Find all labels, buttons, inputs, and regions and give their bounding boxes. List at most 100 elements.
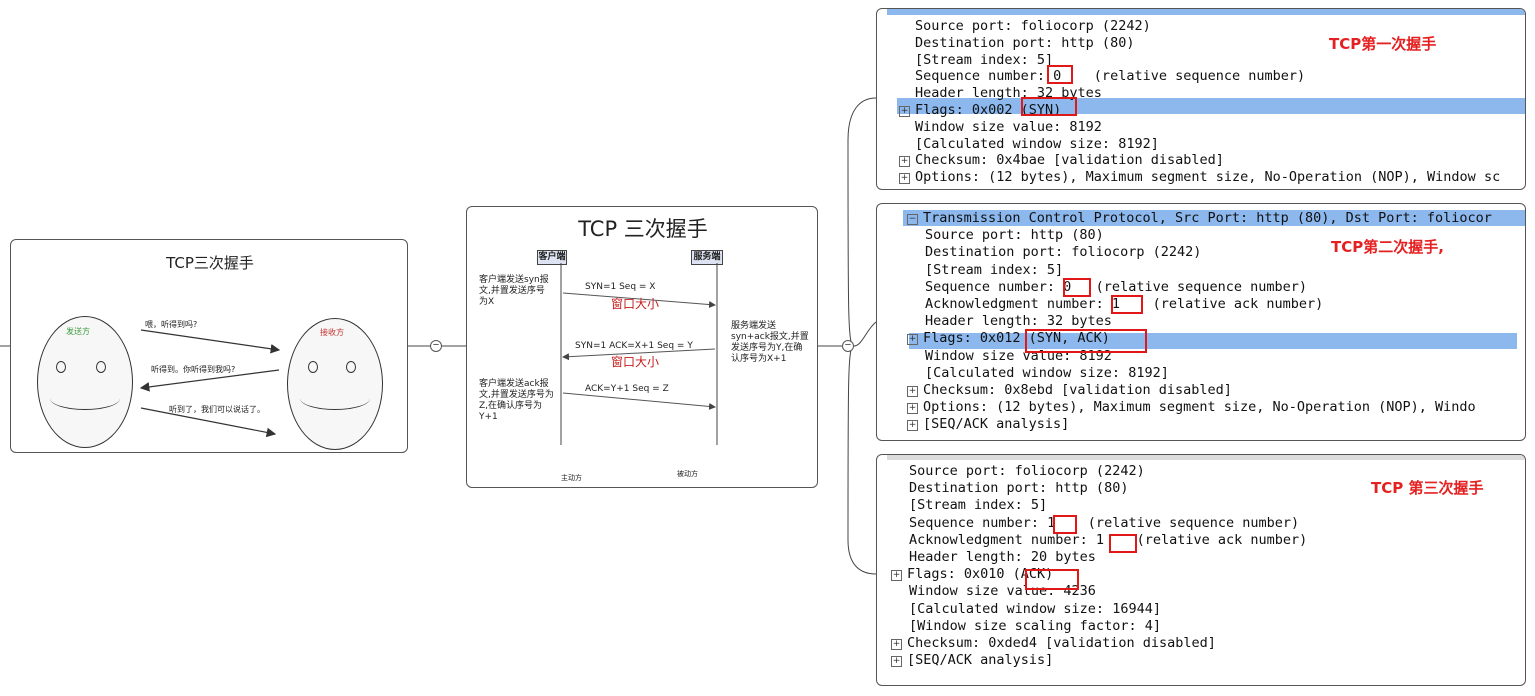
expand-icon[interactable]: + bbox=[891, 656, 902, 668]
packet-field-text: Header length: 32 bytes bbox=[915, 85, 1102, 102]
seq-highlight-box bbox=[1063, 278, 1091, 297]
node-title: TCP三次握手 bbox=[166, 254, 254, 272]
truncated-header-strip bbox=[887, 455, 1525, 460]
packet-field-row: Source port: foliocorp (2242) bbox=[915, 18, 1151, 35]
packet-field-row: [Calculated window size: 8192] bbox=[925, 365, 1169, 382]
collapse-icon[interactable]: − bbox=[907, 214, 918, 225]
truncated-header-strip bbox=[887, 9, 1525, 15]
packet-field-text: Sequence number: 1 (relative sequence nu… bbox=[909, 514, 1300, 531]
node-tcp-analogy[interactable]: TCP三次握手 发送方 接收方 喂，听得到吗? 听得到。你听得到我吗? 听到了，… bbox=[10, 239, 408, 453]
annotation-first: TCP第一次握手 bbox=[1329, 35, 1437, 53]
node-first-handshake[interactable]: Source port: foliocorp (2242)Destination… bbox=[876, 8, 1526, 190]
node-second-handshake[interactable]: −Transmission Control Protocol, Src Port… bbox=[876, 203, 1526, 441]
packet-field-row[interactable]: + Checksum: 0xded4 [validation disabled] bbox=[891, 635, 1216, 652]
node-third-handshake[interactable]: Source port: foliocorp (2242)Destination… bbox=[876, 454, 1526, 686]
passive-party: 被动方 bbox=[677, 470, 698, 478]
sender-eye-right bbox=[96, 361, 106, 373]
packet-field-row[interactable]: + [SEQ/ACK analysis] bbox=[907, 416, 1069, 433]
packet-field-text: Sequence number: 0 (relative sequence nu… bbox=[925, 278, 1308, 295]
window-label-1: 窗口大小 bbox=[611, 297, 660, 311]
message-3: 听到了，我们可以说话了。 bbox=[169, 405, 265, 414]
packet-field-text: Acknowledgment number: 1 (relative ack n… bbox=[909, 531, 1308, 548]
expand-icon[interactable]: + bbox=[907, 386, 918, 397]
receiver-face: 接收方 bbox=[287, 318, 383, 450]
flags-row-highlight bbox=[909, 333, 1517, 349]
receiver-eye-left bbox=[308, 361, 318, 373]
packet-field-row: [Calculated window size: 16944] bbox=[909, 601, 1161, 618]
packet-field-text: Checksum: 0x4bae [validation disabled] bbox=[915, 152, 1224, 169]
client-note-1: 客户端发送syn报文,并置发送序号为X bbox=[479, 275, 549, 307]
packet-field-row: [Calculated window size: 8192] bbox=[915, 136, 1159, 153]
syn-ack-flag-box bbox=[1025, 329, 1147, 353]
receiver-label: 接收方 bbox=[320, 328, 344, 337]
window-label-2: 窗口大小 bbox=[611, 355, 660, 369]
client-box: 客户端 bbox=[537, 250, 567, 265]
packet-field-row: Header length: 20 bytes bbox=[909, 549, 1096, 566]
packet-field-text: Flags: 0x012 (SYN, ACK) bbox=[923, 330, 1110, 347]
packet-field-row: Window size value: 8192 bbox=[915, 119, 1102, 136]
packet-field-row: Destination port: http (80) bbox=[915, 35, 1134, 52]
expand-icon[interactable]: + bbox=[907, 420, 918, 432]
expand-icon[interactable]: + bbox=[891, 570, 902, 582]
packet-field-text: Destination port: http (80) bbox=[915, 34, 1135, 51]
packet-field-text: [Stream index: 5] bbox=[909, 497, 1048, 514]
sender-mouth bbox=[50, 387, 120, 410]
packet-field-text: Source port: http (80) bbox=[925, 227, 1104, 244]
message-arrows bbox=[139, 329, 281, 438]
message-2: 听得到。你听得到我吗? bbox=[151, 365, 236, 374]
packet-field-text: Source port: foliocorp (2242) bbox=[909, 463, 1145, 479]
protocol-row-highlight bbox=[903, 210, 1525, 226]
packet-field-row[interactable]: −Transmission Control Protocol, Src Port… bbox=[907, 210, 1492, 227]
collapse-toggle-root[interactable]: − bbox=[430, 340, 442, 352]
packet-field-text: Header length: 20 bytes bbox=[909, 549, 1096, 565]
packet-field-row[interactable]: + Checksum: 0x4bae [validation disabled] bbox=[899, 152, 1224, 169]
client-note-2: 客户端发送ack报文,并置发送序号为Z,在确认序号为Y+1 bbox=[479, 379, 554, 422]
sender-face: 发送方 bbox=[37, 316, 133, 448]
expand-icon[interactable]: + bbox=[907, 403, 918, 415]
packet-field-row[interactable]: + Flags: 0x012 (SYN, ACK) bbox=[907, 330, 1110, 347]
packet-field-row[interactable]: + Checksum: 0x8ebd [validation disabled] bbox=[907, 382, 1232, 399]
step-2: SYN=1 ACK=X+1 Seq = Y bbox=[575, 341, 693, 351]
packet-field-text: [Stream index: 5] bbox=[915, 51, 1054, 68]
packet-field-text: Window size value: 4236 bbox=[909, 583, 1096, 600]
packet-field-row: Source port: http (80) bbox=[925, 227, 1104, 244]
packet-field-text: [SEQ/ACK analysis] bbox=[923, 416, 1070, 433]
diagram-title: TCP 三次握手 bbox=[578, 217, 708, 241]
packet-field-text: Checksum: 0x8ebd [validation disabled] bbox=[923, 382, 1232, 398]
active-party: 主动方 bbox=[561, 474, 582, 482]
sender-eye-left bbox=[56, 361, 66, 373]
packet-field-row: Sequence number: 1 (relative sequence nu… bbox=[909, 515, 1299, 532]
ack-highlight-box bbox=[1111, 295, 1143, 314]
expand-icon[interactable]: + bbox=[891, 639, 902, 650]
packet-field-row: Header length: 32 bytes bbox=[925, 313, 1112, 330]
flags-row-highlight bbox=[897, 98, 1525, 114]
packet-field-text: Source port: foliocorp (2242) bbox=[915, 18, 1151, 34]
packet-field-row[interactable]: + Options: (12 bytes), Maximum segment si… bbox=[907, 399, 1476, 416]
expand-icon[interactable]: + bbox=[907, 334, 918, 346]
packet-field-row: Destination port: http (80) bbox=[909, 480, 1128, 497]
syn-flag-box bbox=[1021, 97, 1077, 116]
packet-field-row: Destination port: foliocorp (2242) bbox=[925, 244, 1201, 261]
receiver-mouth bbox=[300, 387, 370, 410]
packet-field-row[interactable]: + [SEQ/ACK analysis] bbox=[891, 652, 1053, 669]
packet-field-row: [Stream index: 5] bbox=[925, 262, 1063, 279]
packet-field-row[interactable]: +Options: (12 bytes), Maximum segment si… bbox=[899, 169, 1500, 186]
ack-flag-box bbox=[1025, 569, 1079, 590]
expand-icon[interactable]: + bbox=[899, 173, 910, 185]
step-3: ACK=Y+1 Seq = Z bbox=[585, 384, 669, 394]
collapse-toggle-diagram[interactable]: − bbox=[842, 340, 854, 352]
packet-field-text: [SEQ/ACK analysis] bbox=[907, 652, 1054, 669]
packet-field-row: Source port: foliocorp (2242) bbox=[909, 463, 1145, 480]
node-handshake-diagram[interactable]: TCP 三次握手 客户端 服务端 客户端发送syn报文,并置发送序号为X SYN… bbox=[466, 206, 818, 488]
expand-icon[interactable]: + bbox=[899, 156, 910, 168]
packet-field-text: Checksum: 0xded4 [validation disabled] bbox=[907, 635, 1216, 651]
packet-field-text: Window size value: 8192 bbox=[915, 118, 1102, 135]
annotation-third: TCP 第三次握手 bbox=[1371, 479, 1484, 497]
packet-field-text: [Window size scaling factor: 4] bbox=[909, 617, 1161, 634]
packet-field-text: Options: (12 bytes), Maximum segment siz… bbox=[923, 399, 1476, 416]
packet-field-text: Sequence number: 0 (relative sequence nu… bbox=[915, 68, 1306, 85]
packet-field-row: Sequence number: 0 (relative sequence nu… bbox=[915, 68, 1305, 85]
expand-icon[interactable]: + bbox=[899, 106, 910, 117]
packet-field-text: Transmission Control Protocol, Src Port:… bbox=[923, 210, 1492, 226]
packet-field-text: [Calculated window size: 16944] bbox=[909, 600, 1161, 617]
